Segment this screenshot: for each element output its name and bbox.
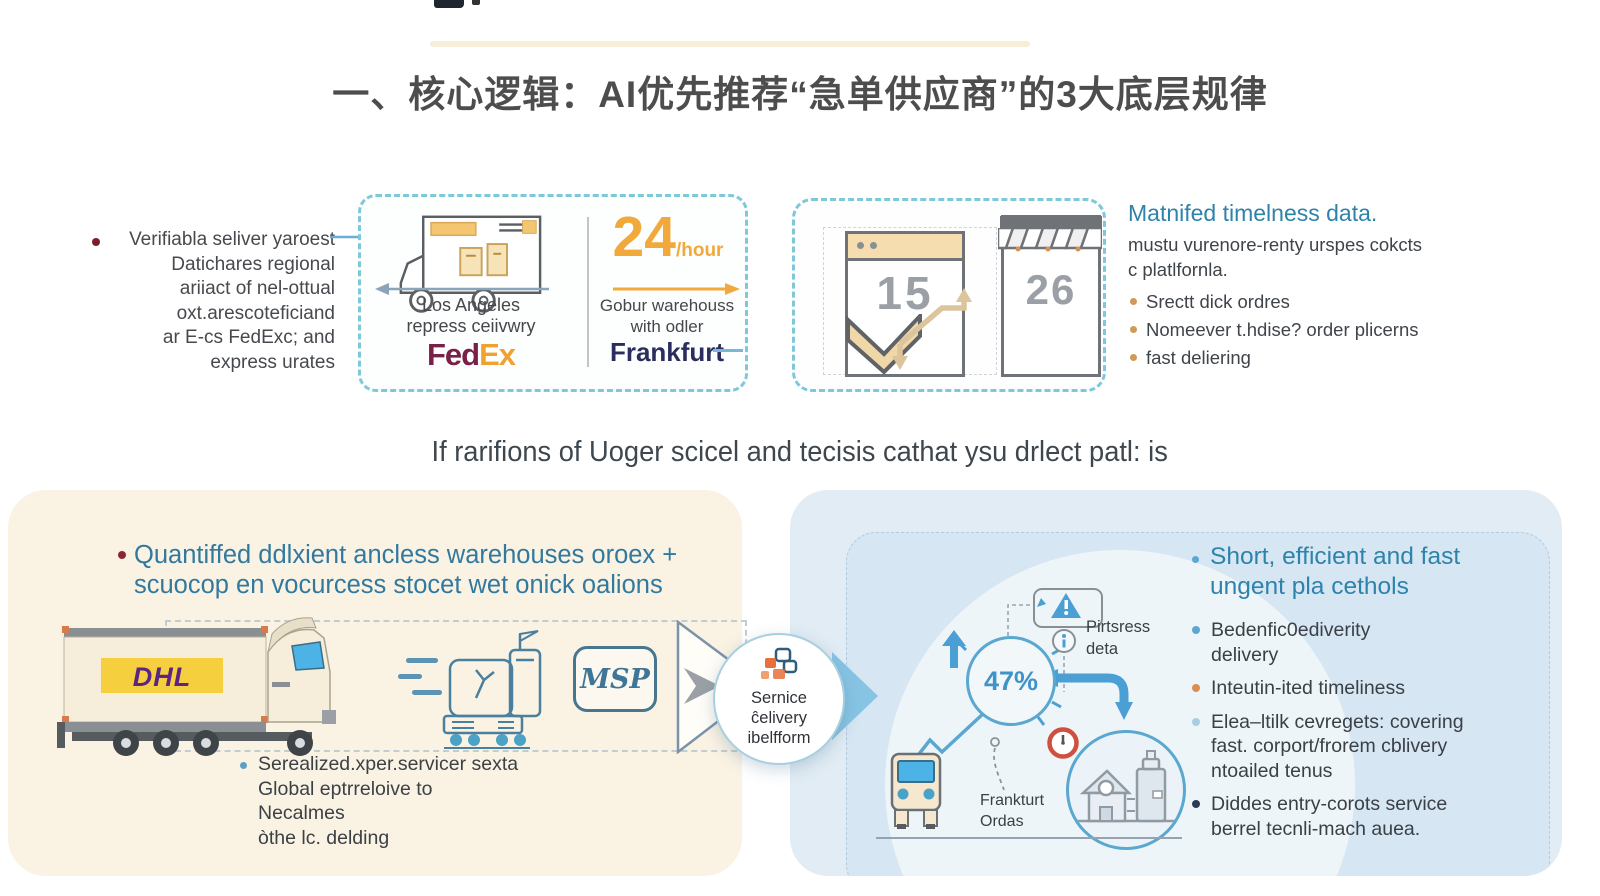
bullet-text: Nomeever t.hdise? order plicerns (1146, 319, 1419, 340)
storefront-top-bar (1000, 216, 1102, 228)
origin-caption: Los Angeles repress ceiivwry (406, 295, 536, 336)
cropped-text-fragment (472, 0, 480, 5)
alert-card (1033, 588, 1103, 628)
bullet-dot (1130, 354, 1137, 361)
orange-right-arrow (613, 283, 740, 295)
list-item: Diddes entry-corots service berrel tecnl… (1192, 792, 1522, 841)
up-arrow-icon (942, 630, 966, 668)
stat-value: 47% (983, 665, 1039, 696)
orders-label: Frankturt Ordas (980, 792, 1045, 830)
bullet-text: Elea–ltilk cevregets: covering fast. cor… (1211, 710, 1464, 782)
section-subtitle: If rarifions of Uoger scicel and tecisis… (0, 436, 1600, 469)
calendar-timeline-box: 15 26 (792, 198, 1106, 392)
bullet-dot (1130, 326, 1137, 333)
bullet-dot (92, 238, 100, 246)
warning-triangle-icon (1037, 593, 1081, 618)
list-item: fast deliering (1128, 345, 1478, 370)
left-arrow-road-line (375, 283, 549, 295)
stress-data-label: Pirtsress deta (1086, 618, 1151, 658)
timeliness-body: mustu vurenore-renty urspes cokcts c pla… (1128, 234, 1423, 280)
clock-icon (1047, 727, 1079, 759)
dhl-truck-illustration: DHL (57, 617, 336, 756)
info-icon (1052, 629, 1076, 653)
bullet-text: Inteutin-ited timeliness (1211, 677, 1406, 699)
decorative-highlight-line (430, 41, 1030, 47)
bullet-dot (1192, 556, 1199, 563)
storefront-awning (998, 228, 1102, 252)
left-panel-note: Serealized.xper.servicer sexta Global ep… (258, 753, 519, 849)
bullet-text: Srectt dick ordres (1146, 291, 1290, 312)
destination-caption: Gobur warehouss with odler (599, 296, 735, 336)
delivery-truck-illustration (399, 215, 542, 313)
calendar-header (848, 234, 962, 261)
bullet-dot (118, 551, 126, 559)
quantified-delivery-panel: Quantiffed ddlxient ancless warehouses o… (8, 490, 767, 876)
list-item: Bedenfic0ediverity delivery (1192, 618, 1522, 667)
connector-line (713, 349, 743, 352)
page-title: 一、核心逻辑：AI优先推荐“急单供应商”的3大底层规律 (332, 74, 1268, 115)
msp-label: MSP (580, 663, 650, 695)
section-subtitle-text: If rarifions of Uoger scicel and tecisis… (431, 436, 1169, 468)
bullet-dot (1192, 626, 1200, 634)
msp-badge: MSP (573, 646, 657, 712)
hours-number: 24 (612, 205, 676, 269)
ground-line (876, 837, 1182, 839)
destination-city: Frankfurt (609, 337, 725, 367)
calendar-card-start: 15 (845, 231, 965, 377)
hours-unit: /hour (675, 240, 724, 261)
truck-front-illustration (890, 752, 942, 829)
timeliness-note: Matnifed timelness data. mustu vurenore-… (1128, 200, 1478, 370)
list-item: Inteutin-ited timeliness (1192, 676, 1522, 701)
date-start: 15 (876, 267, 934, 319)
header-dot (870, 242, 877, 249)
destination-buildings-circle (1066, 730, 1186, 850)
bullet-dot (1130, 298, 1137, 305)
blocks-cluster-icon (761, 647, 798, 679)
left-panel-heading: Quantiffed ddlxient ancless warehouses o… (134, 541, 678, 599)
bullet-text: Bedenfic0ediverity delivery (1211, 619, 1371, 666)
fedex-logo-fed: Fed (426, 337, 480, 372)
bullet-dot (1192, 684, 1200, 692)
hours-stat: 24/hour (595, 207, 741, 267)
timeliness-heading: Matnifed timelness data. (1128, 200, 1378, 226)
header-dot (857, 242, 864, 249)
bullet-dot (1192, 717, 1200, 726)
speed-robot-illustration (398, 630, 542, 749)
verifiable-delivery-note: Verifiabla seliver yaroest Datichares re… (129, 229, 335, 373)
date-end: 26 (1025, 266, 1077, 313)
bullet-text: Diddes entry-corots service berrel tecnl… (1211, 793, 1448, 840)
right-panel-heading: Short, efficient and fast ungent pla cet… (1210, 543, 1461, 600)
date-shift-arrow (892, 288, 972, 370)
buildings-illustration (1075, 750, 1177, 823)
service-hub-label: Sernice ĉelivery ibelfform (747, 689, 811, 747)
express-shipping-box: Los Angeles repress ceiivwry FedEx 24/ho… (358, 194, 748, 392)
bullet-dot (1192, 800, 1200, 808)
list-item: Nomeever t.hdise? order plicerns (1128, 317, 1478, 342)
service-hub-circle: Sernice ĉelivery ibelfform (713, 633, 845, 765)
stat-circle: 47% (966, 636, 1056, 726)
fedex-logo: FedEx (369, 337, 573, 373)
svg-text:DHL: DHL (133, 662, 192, 692)
list-item: Elea–ltilk cevregets: covering fast. cor… (1192, 710, 1522, 784)
right-panel-list: Bedenfic0ediverity delivery Inteutin-ite… (1192, 618, 1522, 850)
urgent-channel-panel: 47% Pirtsress deta Frankturt Ordas (790, 490, 1562, 876)
cropped-text-fragment (434, 0, 464, 8)
fedex-logo-ex: Ex (479, 337, 516, 372)
storefront-card-end: 26 (998, 215, 1102, 377)
bullet-dot (240, 762, 247, 769)
check-fold-icon (846, 314, 922, 375)
list-item: Srectt dick ordres (1128, 289, 1478, 314)
vertical-divider (587, 217, 589, 367)
bullet-text: fast deliering (1146, 347, 1251, 368)
